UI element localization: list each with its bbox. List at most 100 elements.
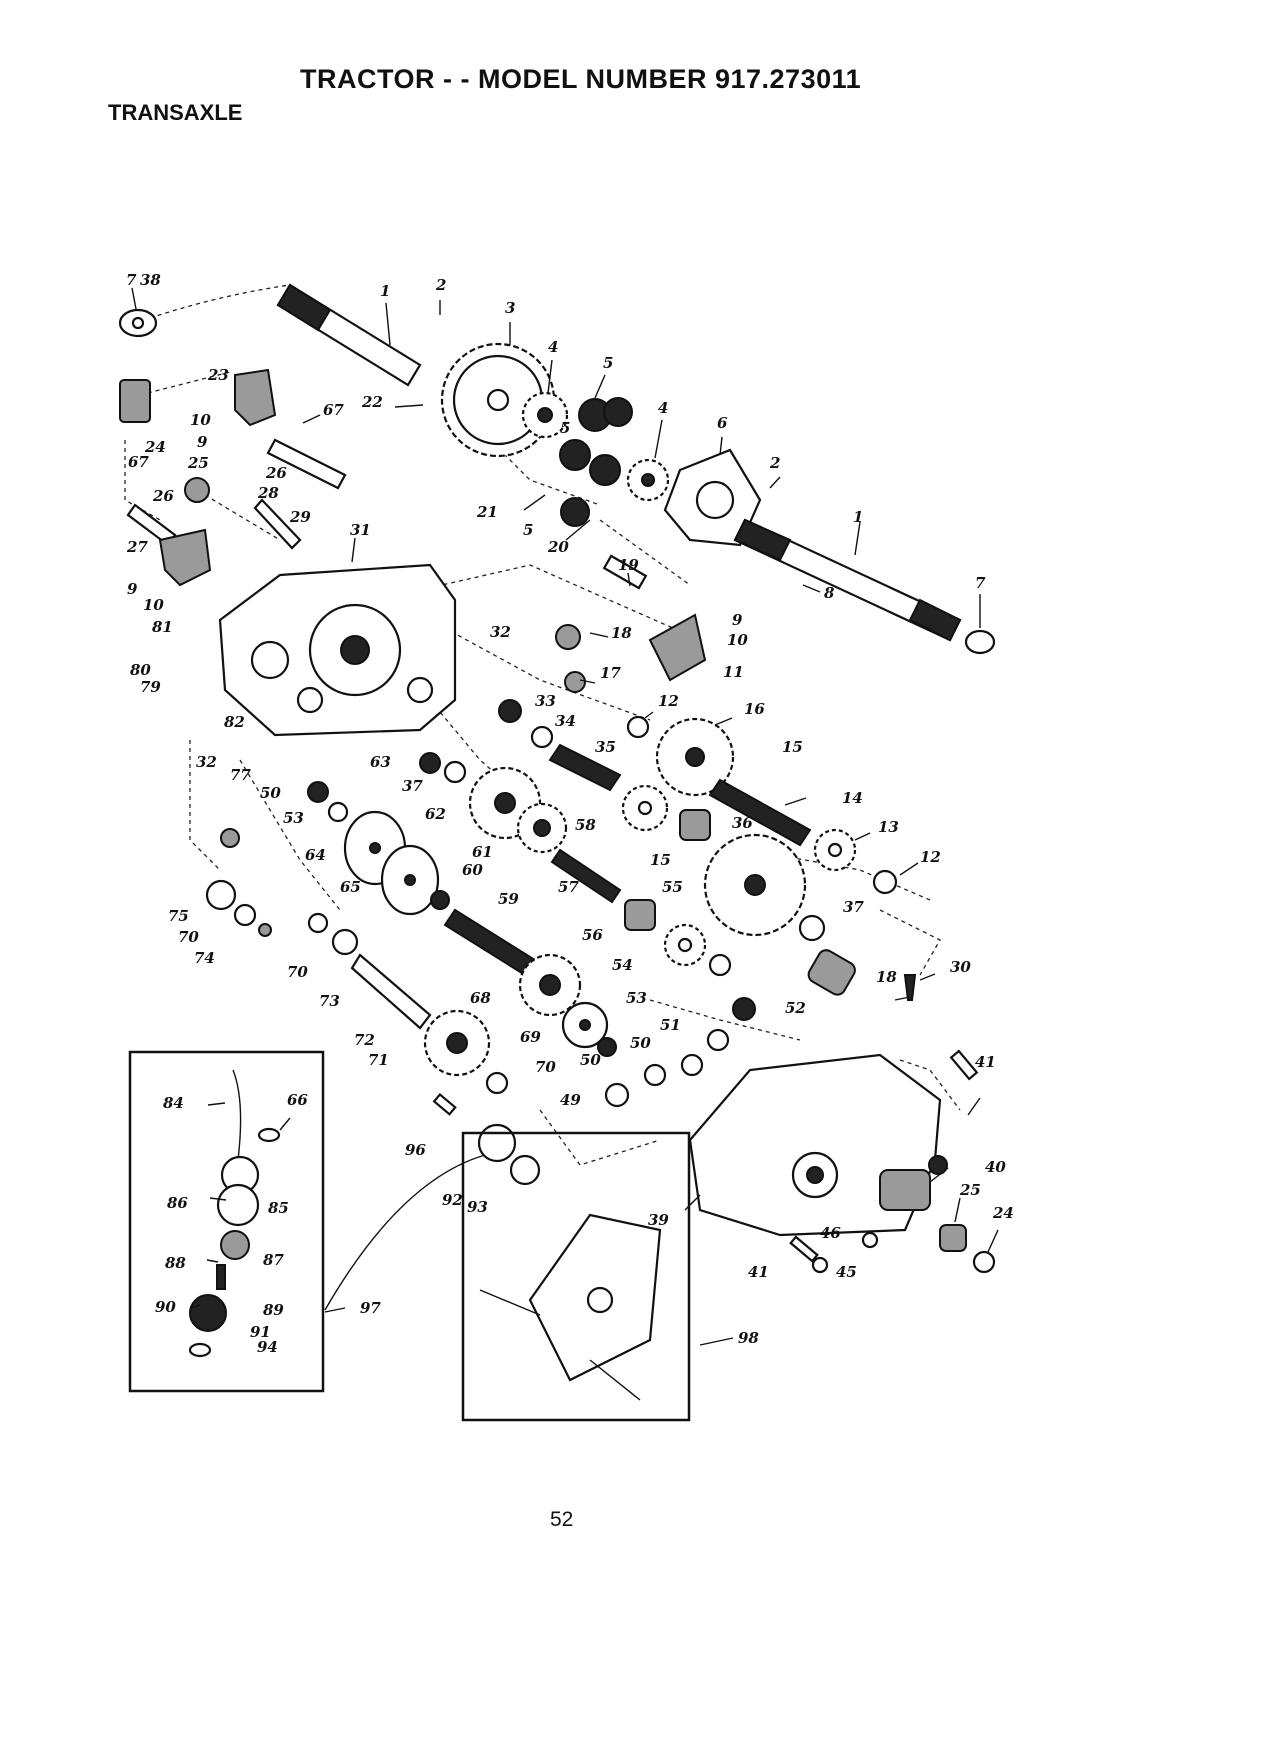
inset-assembled-transaxle — [461, 1131, 691, 1422]
washer-77 — [220, 828, 240, 848]
bushing-60 — [430, 890, 450, 910]
gear-4b — [626, 458, 670, 502]
callout-10: 10 — [143, 596, 164, 614]
callout-36: 36 — [732, 814, 753, 832]
callout-22: 22 — [361, 393, 383, 411]
callout-70: 70 — [287, 963, 308, 981]
bushing-50d — [643, 1063, 667, 1087]
washer-75 — [205, 879, 237, 911]
callout-34: 34 — [555, 712, 576, 730]
callout-68: 68 — [470, 989, 491, 1007]
washer-12a — [626, 715, 650, 739]
callout-15: 15 — [782, 738, 803, 756]
callout-86: 86 — [167, 1194, 188, 1212]
callout-37: 37 — [402, 777, 423, 795]
callout-41: 41 — [748, 1263, 769, 1281]
callout-57: 57 — [558, 878, 579, 896]
callout-82: 82 — [224, 713, 245, 731]
callout-87: 87 — [263, 1251, 284, 1269]
callout-55: 55 — [662, 878, 683, 896]
leader-lines — [131, 287, 999, 1346]
gear-16 — [655, 717, 735, 797]
shift-fork-23 — [234, 368, 277, 427]
bolt-41a — [949, 1049, 979, 1081]
plug-40 — [928, 1155, 948, 1175]
shift-rod-26a — [266, 438, 347, 490]
washer-24b — [972, 1250, 996, 1274]
callout-2: 2 — [769, 454, 780, 472]
callout-26: 26 — [265, 464, 287, 482]
callout-90: 90 — [155, 1298, 176, 1316]
callout-72: 72 — [354, 1031, 375, 1049]
fork-27 — [158, 528, 212, 587]
callout-6: 6 — [717, 414, 728, 432]
callout-10: 10 — [190, 411, 211, 429]
cover-plate-6 — [663, 448, 762, 547]
callout-46: 46 — [820, 1224, 841, 1242]
assembly-lines — [124, 284, 961, 1166]
callout-91: 91 — [250, 1323, 271, 1341]
bolt-41b — [789, 1235, 819, 1263]
callout-8: 8 — [824, 584, 835, 602]
callout-75: 75 — [168, 907, 189, 925]
axle-shaft-lower — [733, 518, 962, 642]
bushing-49 — [604, 1082, 630, 1108]
callout-96: 96 — [405, 1141, 426, 1159]
callout-17: 17 — [600, 664, 621, 682]
bushing-50a — [307, 781, 329, 803]
callout-70: 70 — [535, 1058, 556, 1076]
callout-67: 67 — [128, 453, 149, 471]
section-title: TRANSAXLE — [108, 100, 243, 125]
gear-71 — [423, 1009, 491, 1077]
shaft-59 — [443, 908, 537, 977]
callout-39: 39 — [648, 1211, 669, 1229]
callout-38: 38 — [140, 271, 161, 289]
callout-61: 61 — [472, 843, 493, 861]
bushing-33 — [498, 699, 522, 723]
bushing-18b — [807, 949, 856, 996]
washer-53b — [708, 953, 732, 977]
shaft-72 — [350, 953, 432, 1030]
callout-65: 65 — [340, 878, 361, 896]
callout-50: 50 — [630, 1034, 651, 1052]
callout-7: 7 — [126, 271, 137, 289]
housing-right — [688, 1053, 942, 1237]
disc-65 — [380, 844, 440, 916]
washer-34 — [530, 725, 554, 749]
pin-19 — [602, 554, 648, 590]
bushing-50c — [680, 1053, 704, 1077]
callout-5: 5 — [523, 521, 533, 539]
disc-69 — [561, 1001, 609, 1049]
callout-85: 85 — [268, 1199, 289, 1217]
callout-1: 1 — [380, 282, 390, 300]
callout-97: 97 — [360, 1299, 381, 1317]
callout-89: 89 — [263, 1301, 284, 1319]
callout-77: 77 — [230, 766, 251, 784]
washer-73 — [331, 928, 359, 956]
gear-13 — [813, 828, 857, 872]
callout-18: 18 — [876, 968, 897, 986]
axle-shaft-upper — [276, 283, 422, 387]
callout-62: 62 — [425, 805, 446, 823]
spring-93 — [509, 1154, 541, 1186]
callout-23: 23 — [207, 366, 229, 384]
callout-30: 30 — [950, 958, 971, 976]
callout-81: 81 — [152, 618, 173, 636]
callout-21: 21 — [476, 503, 498, 521]
callout-5: 5 — [603, 354, 613, 372]
callout-84: 84 — [163, 1094, 184, 1112]
callout-66: 66 — [287, 1091, 308, 1109]
callout-25: 25 — [959, 1181, 981, 1199]
clip-74 — [258, 923, 272, 937]
vent-30 — [903, 974, 917, 1001]
shaft-57 — [550, 848, 622, 904]
callout-18: 18 — [611, 624, 632, 642]
gear-68 — [518, 953, 582, 1017]
bushing-25b — [939, 1224, 967, 1252]
callout-25: 25 — [187, 454, 209, 472]
washer-50b — [597, 1037, 617, 1057]
callout-26: 26 — [152, 487, 174, 505]
callout-51: 51 — [660, 1016, 681, 1034]
callout-37: 37 — [843, 898, 864, 916]
callout-71: 71 — [368, 1051, 389, 1069]
